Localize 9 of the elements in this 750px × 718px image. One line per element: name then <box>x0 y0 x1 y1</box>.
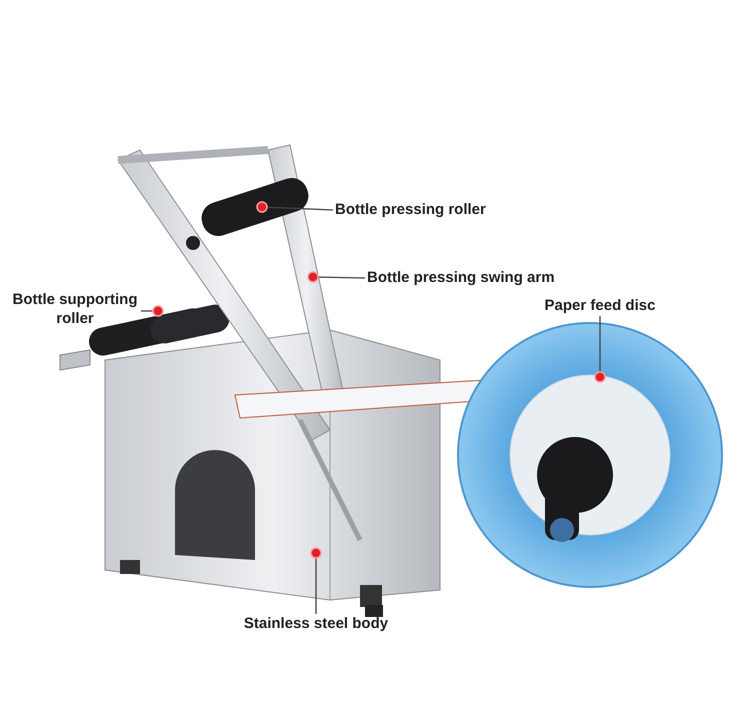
leader-line <box>141 305 164 317</box>
callout-label: Stainless steel body <box>226 614 406 633</box>
leader-line <box>307 271 366 283</box>
leader-line <box>310 547 322 614</box>
callout-label: Bottle pressing swing arm <box>367 268 607 287</box>
callout-label: Bottle pressing roller <box>335 200 555 219</box>
leader-line <box>256 201 334 213</box>
callout-label: Bottle supporting roller <box>5 290 145 328</box>
callout-label: Paper feed disc <box>530 296 670 315</box>
